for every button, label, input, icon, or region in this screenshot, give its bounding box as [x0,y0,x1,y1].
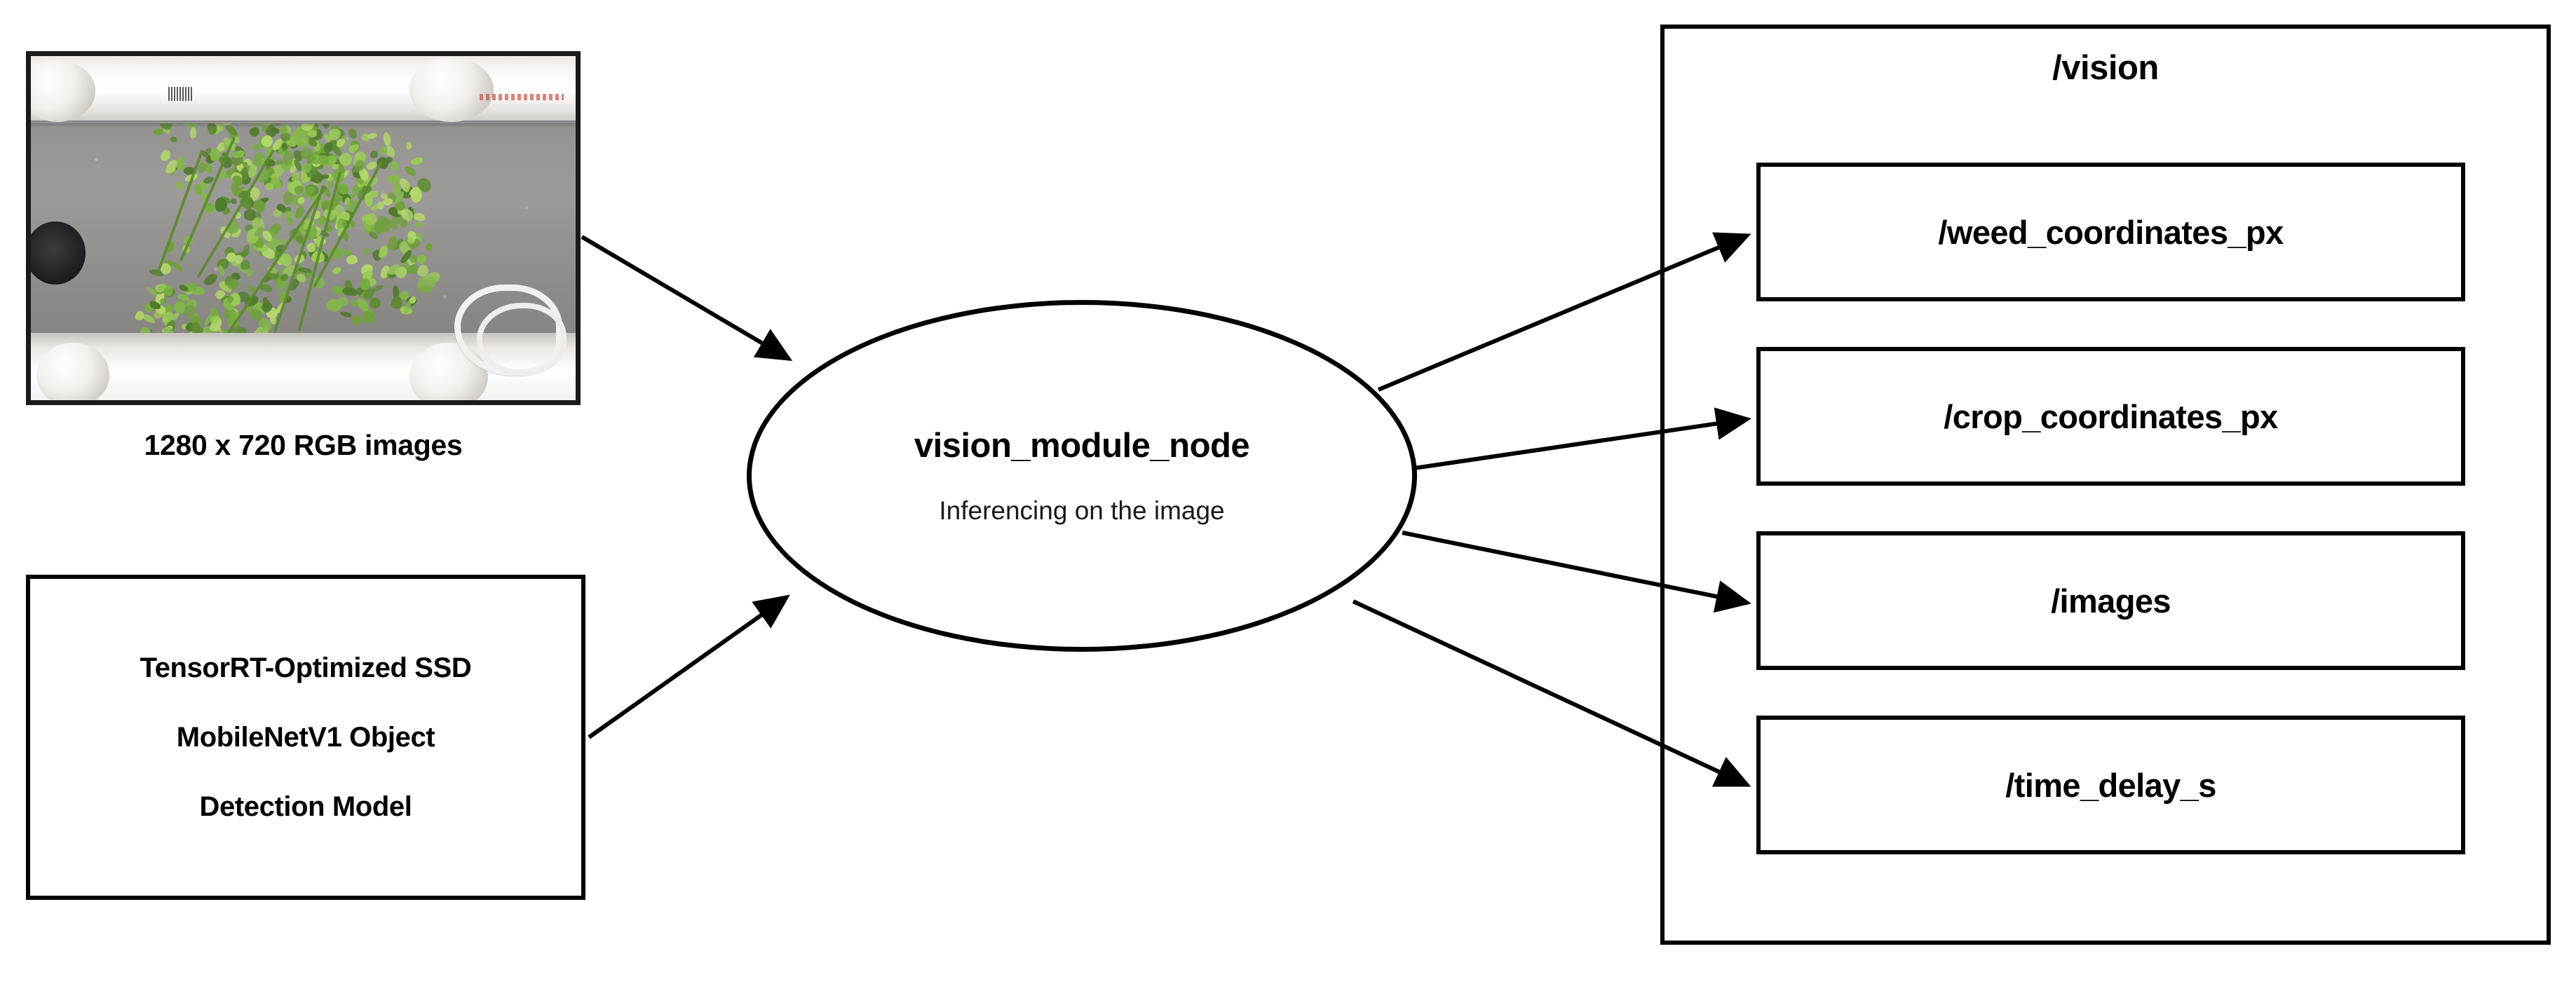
topic-label: /crop_coordinates_px [1944,397,2278,435]
topic-box-crop-coordinates-px: /crop_coordinates_px [1756,347,2465,486]
topic-label: /images [2051,582,2171,620]
pvc-pipe-top [31,56,576,123]
arrow-image-to-node [581,235,793,362]
topic-box-weed-coordinates-px: /weed_coordinates_px [1756,163,2465,301]
pipe-elbow-top-left [31,60,95,122]
model-description-box: TensorRT-Optimized SSD MobileNetV1 Objec… [26,575,585,900]
model-line-1: TensorRT-Optimized SSD [140,652,472,683]
vision-module-node: vision_module_node Inferencing on the im… [747,300,1417,652]
model-line-2: MobileNetV1 Object [176,721,435,753]
topic-label: /time_delay_s [2005,766,2216,804]
vision-namespace-container [1660,25,2551,945]
topic-label: /weed_coordinates_px [1938,213,2284,251]
node-title: vision_module_node [914,427,1250,465]
node-subtitle: Inferencing on the image [939,496,1225,525]
pipe-elbow-top-right [409,57,494,122]
topic-box-images: /images [1756,531,2465,670]
pipe-barcode-label [168,87,194,101]
model-line-3: Detection Model [199,791,412,822]
pipe-shadow-top [31,121,576,128]
input-image-caption: 1280 x 720 RGB images [144,429,463,461]
arrow-model-to-node [588,594,790,739]
white-cable-coil-inner [477,303,567,376]
pipe-red-print [480,94,564,100]
input-image-photo [26,51,581,405]
pipe-elbow-bottom-left [36,343,109,400]
topic-box-time-delay-s: /time_delay_s [1756,716,2465,854]
vision-namespace-title: /vision [2052,49,2159,87]
dark-object-left [31,221,86,285]
